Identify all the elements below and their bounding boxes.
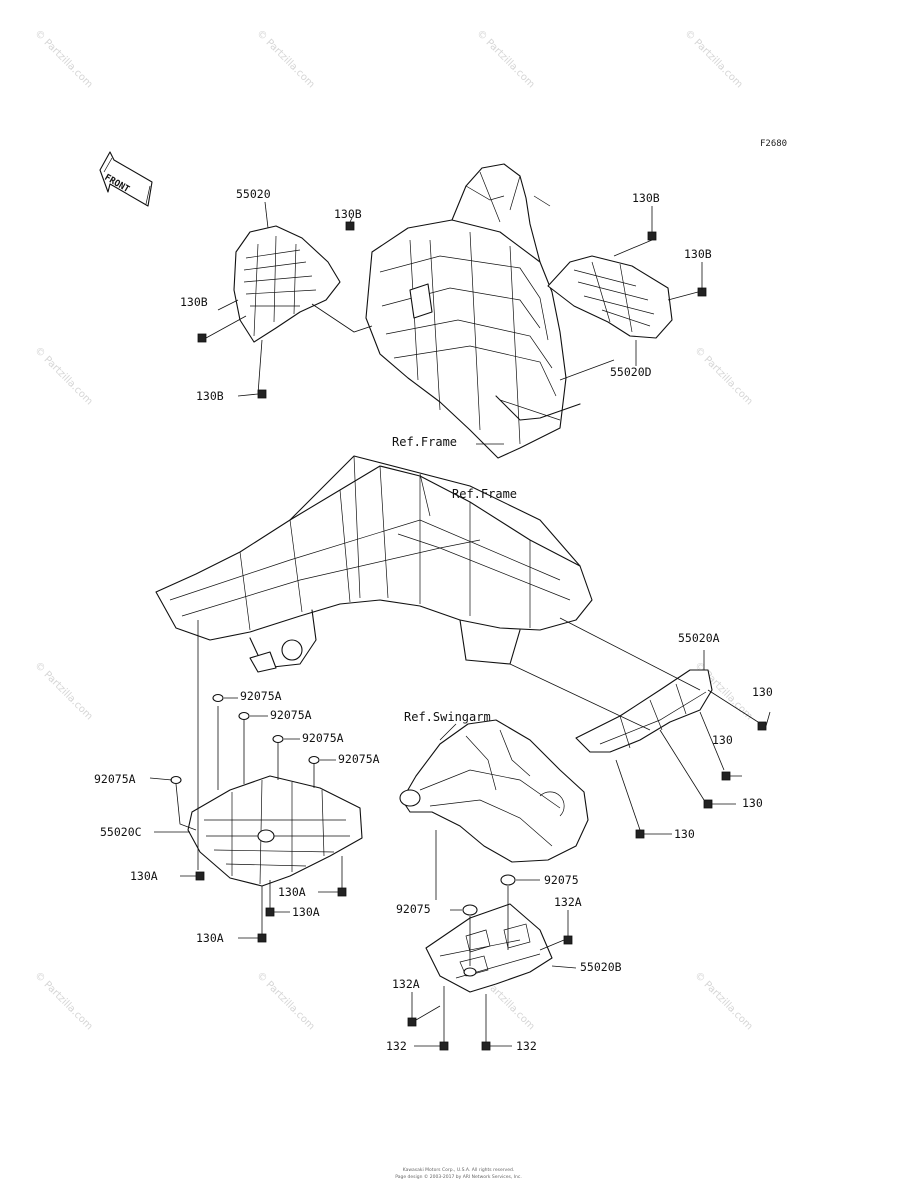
label-130: 130 xyxy=(674,827,695,841)
label-130a: 130A xyxy=(278,885,306,899)
bolt-132 xyxy=(414,986,512,1051)
label-132: 132 xyxy=(516,1039,537,1053)
label-130b: 130B xyxy=(334,207,362,221)
label-130b: 130B xyxy=(684,247,712,261)
label-130a: 130A xyxy=(130,869,158,883)
ref-frame-label: Ref.Frame xyxy=(392,435,458,449)
label-55020c: 55020C xyxy=(100,825,142,839)
label-130: 130 xyxy=(752,685,773,699)
skid-plate-55020b xyxy=(425,903,553,993)
ref-frame-label: Ref.Frame xyxy=(452,487,518,501)
rear-guard-55020a xyxy=(509,617,759,831)
frame-middle xyxy=(155,455,593,673)
label-92075a: 92075A xyxy=(94,772,136,786)
frame-top xyxy=(365,163,581,459)
label-92075: 92075 xyxy=(396,902,431,916)
label-92075a: 92075A xyxy=(302,731,344,745)
label-130b: 130B xyxy=(632,191,660,205)
label-130: 130 xyxy=(712,733,733,747)
label-92075a: 92075A xyxy=(270,708,312,722)
footer-design-credit: Page design © 2003-2017 by ARI Network S… xyxy=(395,1175,522,1180)
label-55020b: 55020B xyxy=(580,960,622,974)
label-130b: 130B xyxy=(196,389,224,403)
label-92075: 92075 xyxy=(544,873,579,887)
bolt-130 xyxy=(635,721,767,839)
label-55020d: 55020D xyxy=(610,365,652,379)
label-132: 132 xyxy=(386,1039,407,1053)
grommet-92075a xyxy=(149,693,336,833)
footer-copyright: Kawasaki Motors Corp., U.S.A. All rights… xyxy=(402,1168,515,1173)
swingarm xyxy=(399,719,589,900)
label-130b: 130B xyxy=(180,295,208,309)
bolt-130a xyxy=(180,856,347,943)
front-arrow-icon xyxy=(99,151,153,207)
figure-code: F2680 xyxy=(760,139,788,149)
front-guard-55020 xyxy=(233,225,341,343)
label-55020a: 55020A xyxy=(678,631,720,645)
bolt-132a xyxy=(407,910,577,1027)
label-132a: 132A xyxy=(554,895,582,909)
skid-plate-55020c xyxy=(187,620,363,887)
label-130: 130 xyxy=(742,796,763,810)
label-132a: 132A xyxy=(392,977,420,991)
leader-lines-130 xyxy=(644,711,771,835)
rear-guard-55020d xyxy=(547,255,673,339)
label-92075a: 92075A xyxy=(240,689,282,703)
leader-lines-top xyxy=(205,201,703,445)
grommet-92075 xyxy=(450,874,540,966)
label-130a: 130A xyxy=(292,905,320,919)
label-55020: 55020 xyxy=(236,187,271,201)
ref-swingarm-label: Ref.Swingarm xyxy=(404,710,491,724)
label-92075a: 92075A xyxy=(338,752,380,766)
label-130a: 130A xyxy=(196,931,224,945)
